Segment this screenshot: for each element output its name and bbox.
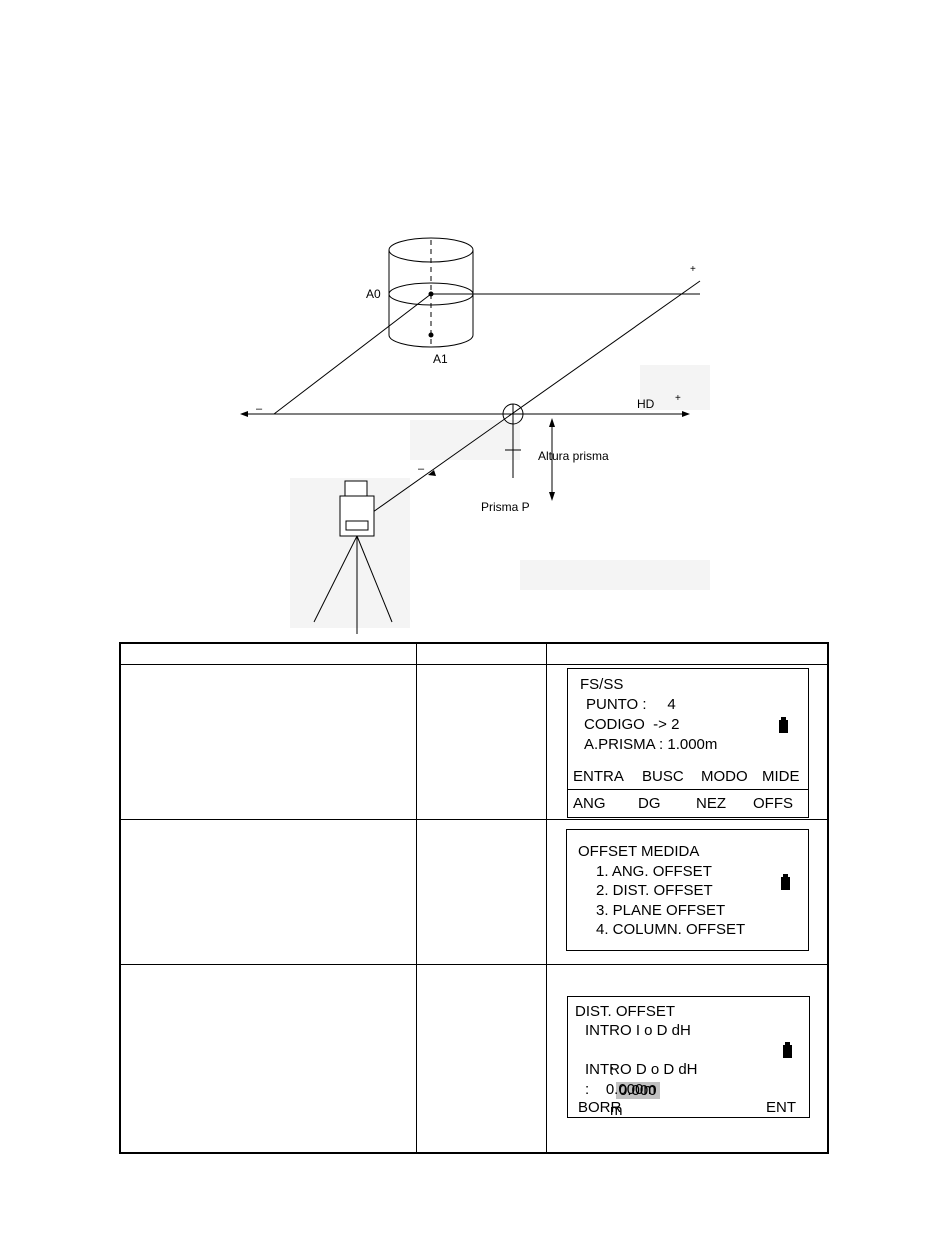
softkey-nez[interactable]: NEZ bbox=[696, 795, 726, 812]
menu-item-plane-offset[interactable]: 3. PLANE OFFSET bbox=[596, 902, 726, 919]
battery-icon bbox=[783, 1042, 792, 1058]
sign-plus-top: + bbox=[690, 264, 696, 275]
procedure-table: FS/SS PUNTO : 4 CODIGO -> 2 A.PRISMA : 1… bbox=[119, 642, 829, 1154]
column-divider-2 bbox=[546, 644, 547, 1152]
softkey-busc[interactable]: BUSC bbox=[642, 768, 684, 785]
label-altura-prisma: Altura prisma bbox=[538, 449, 609, 463]
lcd-screen-dist-offset: DIST. OFFSET INTRO I o D dH : 0.000 m IN… bbox=[567, 996, 810, 1119]
softkey-offs[interactable]: OFFS bbox=[753, 795, 793, 812]
softkey-ent[interactable]: ENT bbox=[766, 1099, 796, 1116]
menu-item-ang-offset[interactable]: 1. ANG. OFFSET bbox=[596, 863, 712, 880]
header-row-divider bbox=[121, 664, 827, 665]
input-prefix: : bbox=[610, 1062, 615, 1079]
sign-plus-right: + bbox=[675, 393, 681, 404]
softkey-modo[interactable]: MODO bbox=[701, 768, 748, 785]
prompt-line-1: INTRO I o D dH bbox=[585, 1022, 691, 1039]
screen-title: DIST. OFFSET bbox=[575, 1003, 676, 1020]
softkey-borr[interactable]: BORR bbox=[578, 1099, 622, 1116]
offset-value-input[interactable]: 0.000 bbox=[616, 1082, 660, 1099]
softkey-ang[interactable]: ANG bbox=[573, 795, 606, 812]
column-offset-diagram: A0 A1 HD Altura prisma Prisma P – + + – bbox=[240, 237, 710, 634]
softkey-dg[interactable]: DG bbox=[638, 795, 661, 812]
lcd-screen-fs-ss: FS/SS PUNTO : 4 CODIGO -> 2 A.PRISMA : 1… bbox=[567, 668, 809, 818]
prompt-line-2: INTRO D o D dH bbox=[585, 1061, 698, 1078]
sign-minus-left: – bbox=[256, 403, 263, 415]
label-prisma-p: Prisma P bbox=[481, 500, 530, 514]
column-cylinder bbox=[388, 237, 474, 348]
sign-minus-diagonal: – bbox=[418, 463, 425, 475]
softkey-entra[interactable]: ENTRA bbox=[573, 768, 624, 785]
battery-icon bbox=[781, 874, 790, 890]
arrowheads bbox=[240, 411, 690, 501]
label-hd: HD bbox=[637, 397, 655, 411]
row-divider-2 bbox=[121, 964, 827, 965]
label-a0: A0 bbox=[366, 287, 381, 301]
row-divider-1 bbox=[121, 819, 827, 820]
column-divider-1 bbox=[416, 644, 417, 1152]
input-row-1: : 0.000 m bbox=[585, 1041, 660, 1141]
punto-line: PUNTO : 4 bbox=[586, 696, 676, 713]
screen-title: FS/SS bbox=[580, 676, 624, 693]
label-a1: A1 bbox=[433, 352, 448, 366]
menu-item-dist-offset[interactable]: 2. DIST. OFFSET bbox=[596, 882, 713, 899]
measurement-plane-lines bbox=[244, 280, 701, 513]
screen-title: OFFSET MEDIDA bbox=[578, 843, 700, 860]
softkey-separator bbox=[568, 789, 808, 790]
input-unit: m bbox=[610, 1102, 623, 1119]
total-station-instrument bbox=[313, 480, 393, 634]
aprisma-line: A.PRISMA : 1.000m bbox=[584, 736, 718, 753]
battery-icon bbox=[779, 717, 788, 733]
softkey-mide[interactable]: MIDE bbox=[762, 768, 800, 785]
lcd-screen-offset-medida: OFFSET MEDIDA 1. ANG. OFFSET 2. DIST. OF… bbox=[566, 829, 809, 951]
menu-item-column-offset[interactable]: 4. COLUMN. OFFSET bbox=[596, 921, 746, 938]
codigo-line: CODIGO -> 2 bbox=[584, 716, 680, 733]
value-line-2: : 0.000m bbox=[585, 1081, 656, 1098]
